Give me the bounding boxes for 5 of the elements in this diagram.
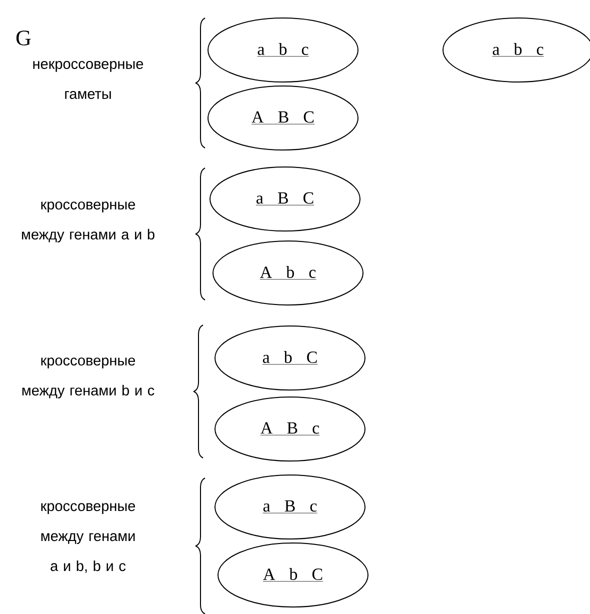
panel-letter: G [16, 30, 31, 46]
group-label: кроссоверные между генами a и b, b и c [41, 503, 136, 573]
group-label: некроссоверные гаметы [33, 61, 144, 99]
group-label: кроссоверные между генами b и c [22, 358, 154, 398]
group-label: кроссоверные между генами a и b [22, 202, 154, 242]
